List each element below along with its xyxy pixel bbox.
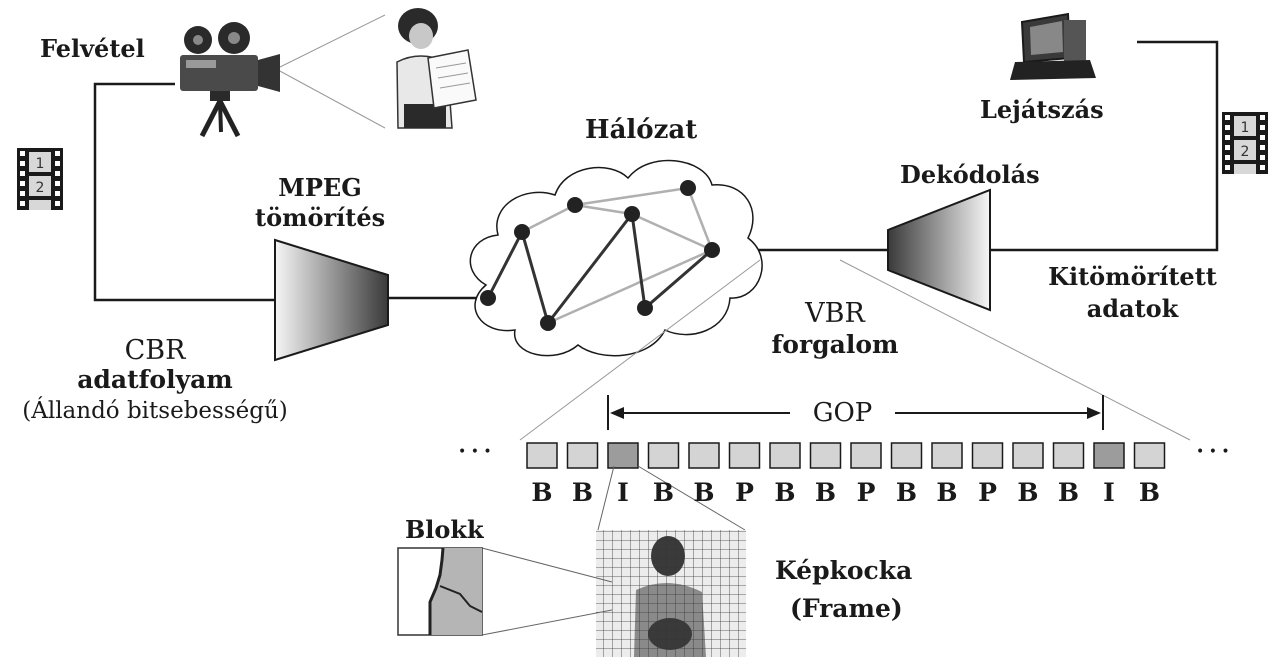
frame-box-b: [769, 442, 801, 469]
frame-type-label: B: [531, 478, 553, 507]
frame-type-label: P: [978, 478, 997, 507]
kepkocka-label-line1: Képkocka: [775, 556, 913, 585]
gop-label: GOP: [812, 398, 873, 428]
frame-type-label: B: [1017, 478, 1039, 507]
film-strip-icon-left: 1 2: [17, 148, 63, 210]
frame-type-label: B: [693, 478, 715, 507]
frame-box-b: [647, 442, 680, 469]
frame-box-b: [809, 442, 842, 469]
frame-box-p: [971, 442, 1004, 469]
frame-type-label: B: [936, 478, 958, 507]
frame-type-label: B: [1138, 478, 1161, 507]
frame-box-b: [1052, 442, 1085, 469]
frame-type-label: P: [856, 478, 876, 507]
frame-box-b: [1012, 442, 1044, 469]
frame-box-b: [1133, 442, 1166, 469]
frame-box-b: [526, 442, 558, 469]
frame-zoom-lines: [597, 465, 746, 531]
gop-bracket: [607, 395, 1104, 430]
film-digit-2-right: 2: [1241, 144, 1250, 160]
frame-box-p: [850, 442, 882, 469]
vbr-label-line2: forgalom: [771, 330, 899, 359]
frame-box-i: [607, 442, 639, 469]
frame-type-label: I: [617, 478, 629, 507]
network-graph: [480, 180, 720, 331]
frame-type-label: B: [774, 478, 796, 507]
vbr-label-line1: VBR: [805, 298, 865, 329]
kitomoritett-label-line1: Kitömörített: [1048, 262, 1217, 291]
frame-type-label: B: [814, 478, 837, 507]
cbr-label-line2: adatfolyam: [77, 365, 233, 394]
ellipsis-right: • • •: [1196, 444, 1230, 460]
block-detail: [397, 547, 483, 636]
felvetel-label: Felvétel: [40, 34, 145, 63]
film-digit-1: 1: [36, 156, 45, 172]
video-camera-icon: [180, 14, 386, 138]
dekodolas-label: Dekódolás: [900, 160, 1040, 189]
blokk-label: Blokk: [405, 515, 484, 544]
film-strip-icon-right: 1 2: [1222, 112, 1268, 174]
frame-type-label: B: [1057, 478, 1080, 507]
lejatszas-label: Lejátszás: [980, 95, 1104, 124]
person-icon: [396, 8, 477, 129]
frame-type-label: B: [571, 478, 594, 507]
cbr-label-line1: CBR: [124, 335, 186, 366]
frame-sequence: [526, 442, 1166, 469]
film-digit-2: 2: [36, 180, 45, 196]
mpeg-label-line1: MPEG: [278, 173, 362, 202]
halozat-label: Hálózat: [585, 115, 698, 145]
frame-picture: [596, 530, 746, 657]
frame-type-label: I: [1103, 478, 1115, 507]
cbr-label-line3: (Állandó bitsebességű): [22, 398, 288, 424]
film-digit-1-right: 1: [1241, 120, 1250, 136]
decoder-trapezoid: [887, 188, 991, 312]
frame-box-p: [728, 442, 761, 469]
frame-box-i: [1093, 442, 1125, 469]
zoom-lines: [519, 259, 1191, 441]
frame-box-b: [688, 442, 720, 469]
frame-box-b: [566, 442, 599, 469]
frame-box-b: [931, 442, 963, 469]
frame-type-label: B: [895, 478, 918, 507]
encoder-trapezoid: [274, 238, 389, 362]
network-cloud: [469, 159, 763, 357]
kepkocka-label-line2: (Frame): [790, 594, 903, 623]
mpeg-label-line2: tömörítés: [255, 203, 386, 232]
block-zoom-lines: [481, 547, 613, 636]
frame-type-label: P: [735, 478, 754, 507]
computer-icon: [1010, 12, 1096, 80]
frame-type-label: B: [652, 478, 675, 507]
frame-box-b: [890, 442, 923, 469]
ellipsis-left: • • •: [458, 444, 492, 460]
kitomoritett-label-line2: adatok: [1086, 294, 1179, 323]
